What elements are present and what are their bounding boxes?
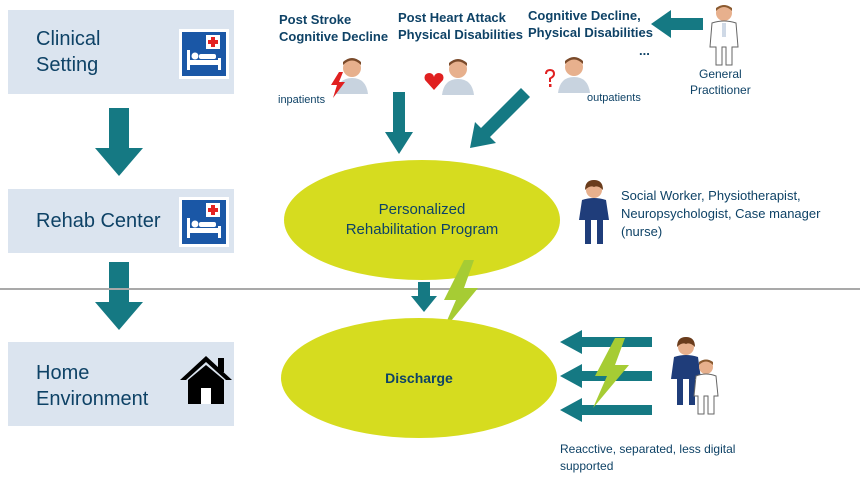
lightning-icon xyxy=(593,338,629,408)
patient-icon xyxy=(558,57,590,93)
down-arrow-inpatients xyxy=(385,92,413,154)
nurse-icon xyxy=(579,180,609,244)
hospital-bed-icon xyxy=(179,197,229,247)
left-arrow-gp xyxy=(651,10,703,38)
home-environment-label: Home Environment xyxy=(36,362,149,410)
lightning-icon xyxy=(331,72,345,98)
discharge-label: Discharge xyxy=(385,370,453,386)
general-practitioner-label: General Practitioner xyxy=(690,67,751,97)
rehab-center-label: Rehab Center xyxy=(36,210,161,232)
discharge-ellipse: Discharge xyxy=(281,318,557,438)
inpatients-label: inpatients xyxy=(278,94,326,106)
down-arrow-rehab-to-home xyxy=(95,262,143,330)
post-heart-attack-label: Post Heart Attack Physical Disabilities xyxy=(398,10,524,42)
personalized-program-ellipse: Personalized Rehabilitation Program xyxy=(284,160,560,280)
down-arrow-program-to-discharge xyxy=(411,282,437,312)
hospital-bed-icon xyxy=(179,29,229,79)
nurse-icon xyxy=(671,337,701,405)
post-stroke-label: Post Stroke Cognitive Decline xyxy=(279,12,389,44)
patient-icon xyxy=(442,59,474,95)
question-mark-icon xyxy=(545,69,555,87)
outpatients-label: outpatients xyxy=(587,92,641,104)
ellipsis-label: ... xyxy=(639,43,650,58)
personalized-program-label: Personalized Rehabilitation Program xyxy=(345,201,499,238)
clinical-setting-box: Clinical Setting xyxy=(8,10,234,94)
home-care-description: Reacctive, separated, less digital suppo… xyxy=(560,442,736,473)
clinical-setting-label: Clinical Setting xyxy=(36,28,101,76)
lightning-icon xyxy=(442,260,478,332)
doctor-icon xyxy=(693,359,719,415)
heart-icon xyxy=(424,73,444,90)
rehab-team-label: Social Worker, Physiotherapist, Neuropsy… xyxy=(621,188,821,239)
diagonal-arrow-outpatients xyxy=(470,88,530,148)
rehab-center-box: Rehab Center xyxy=(8,189,234,253)
doctor-icon xyxy=(709,5,739,66)
home-environment-box: Home Environment xyxy=(8,342,234,426)
down-arrow-clinical-to-rehab xyxy=(95,108,143,176)
cognitive-decline-label: Cognitive Decline, Physical Disabilities xyxy=(528,8,654,40)
house-icon xyxy=(180,356,232,404)
